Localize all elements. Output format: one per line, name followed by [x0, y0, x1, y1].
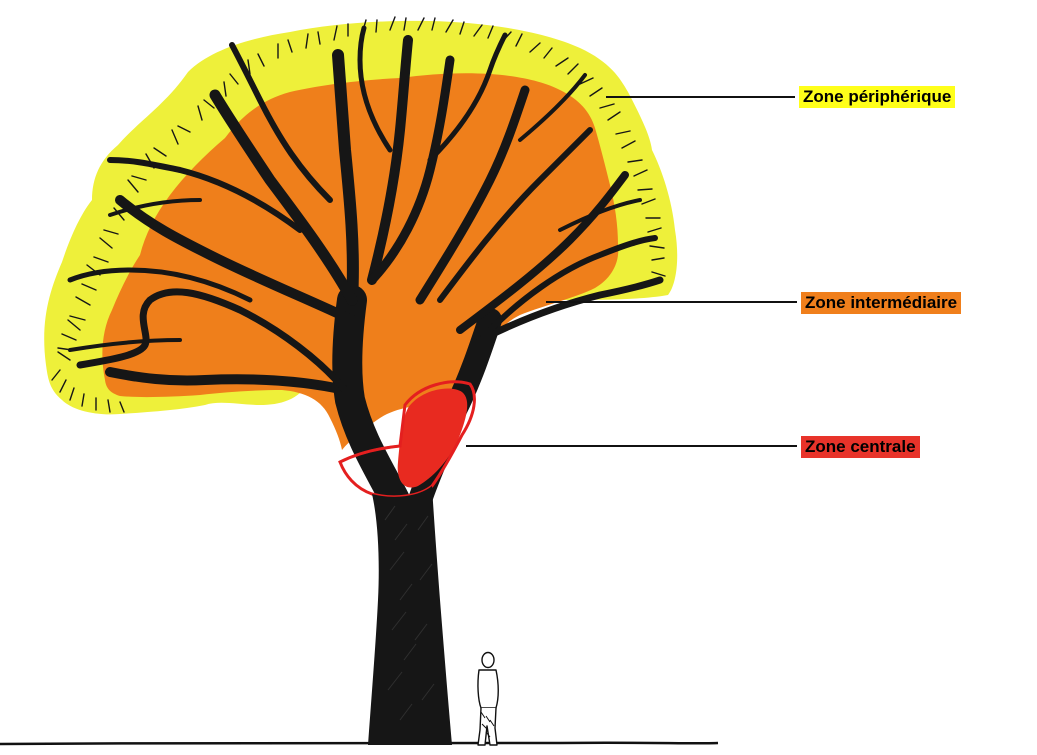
- ground-line: [0, 743, 718, 744]
- human-figure-icon: [478, 653, 498, 746]
- label-zone-central: Zone centrale: [801, 436, 920, 458]
- label-zone-peripheral: Zone périphérique: [799, 86, 955, 108]
- label-zone-intermediate: Zone intermédiaire: [801, 292, 961, 314]
